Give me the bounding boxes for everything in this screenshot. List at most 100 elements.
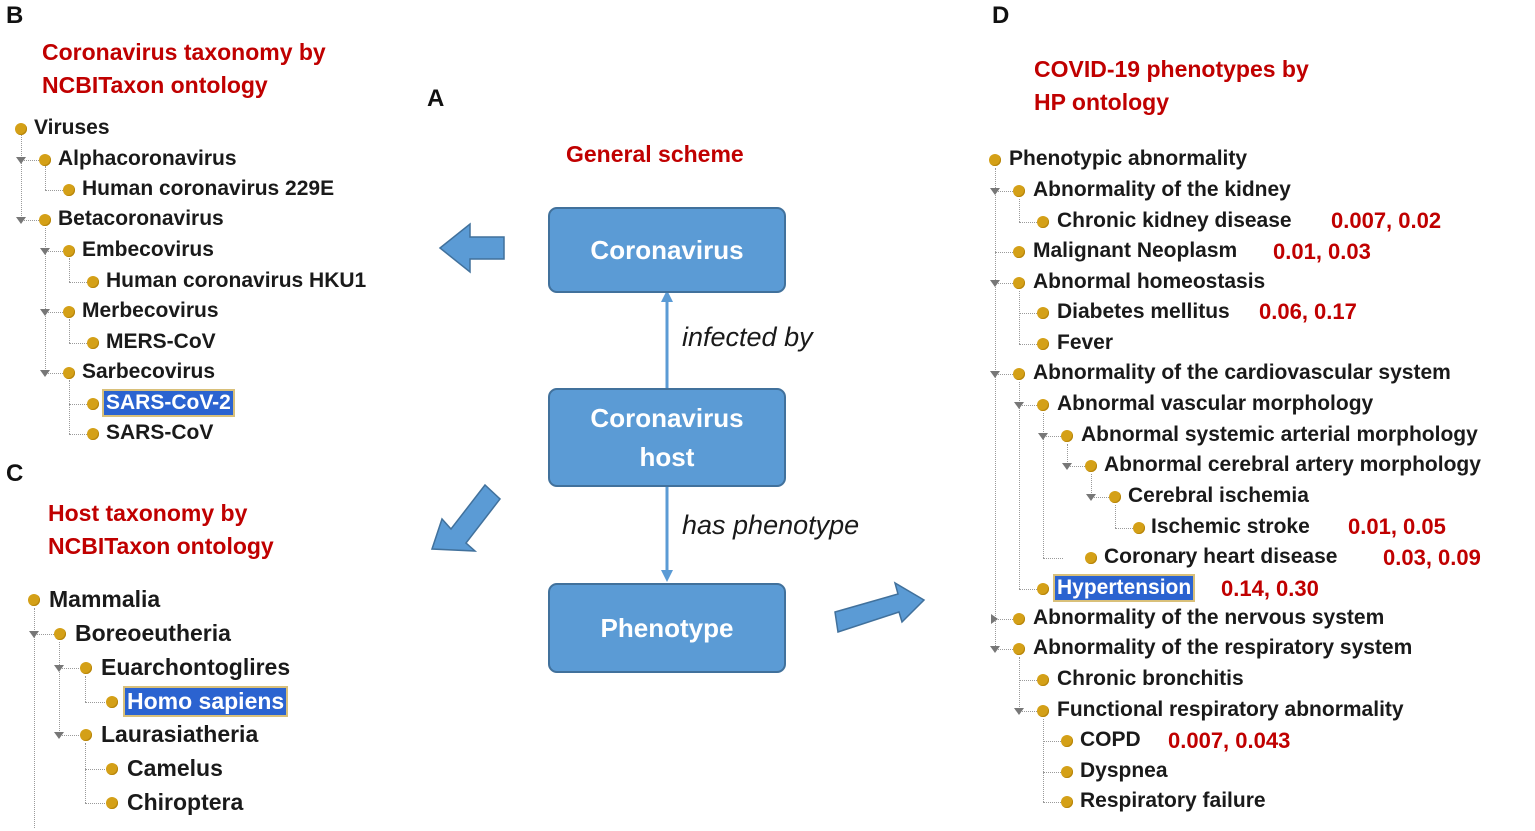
tree-item-betacoronavirus[interactable]: Betacoronavirus (58, 207, 224, 230)
tree-guide (45, 166, 46, 190)
tree-item-diabetes[interactable]: Diabetes mellitus (1057, 300, 1230, 323)
expand-triangle-icon[interactable] (40, 309, 50, 316)
tree-guide (69, 380, 70, 434)
tree-guide (1043, 719, 1044, 802)
tree-item-viruses[interactable]: Viruses (34, 116, 110, 139)
gold-dot-icon (80, 729, 92, 741)
expand-triangle-icon[interactable] (16, 217, 26, 224)
tree-item-chiroptera[interactable]: Chiroptera (127, 789, 244, 815)
tree-item-copd[interactable]: COPD (1080, 728, 1141, 751)
expand-triangle-icon[interactable] (54, 665, 64, 672)
expand-triangle-icon[interactable] (54, 732, 64, 739)
gold-dot-icon (87, 428, 99, 440)
tree-item-chronic-kidney[interactable]: Chronic kidney disease (1057, 209, 1292, 232)
tree-guide (21, 160, 41, 161)
gold-dot-icon (1013, 246, 1025, 258)
tree-item-systemic-arterial[interactable]: Abnormal systemic arterial morphology (1081, 423, 1478, 446)
tree-item-hypertension-selected[interactable]: Hypertension (1052, 574, 1196, 602)
tree-guide (1019, 657, 1020, 711)
expand-triangle-icon[interactable] (1014, 708, 1024, 715)
gold-dot-icon (106, 696, 118, 708)
scheme-title: General scheme (566, 141, 744, 167)
expand-triangle-icon[interactable] (1014, 402, 1024, 409)
gold-dot-icon (1061, 430, 1073, 442)
tree-item-camelus[interactable]: Camelus (127, 755, 223, 781)
expand-triangle-icon[interactable] (1062, 463, 1072, 470)
panel-d-title-line1: COVID-19 phenotypes by (1034, 56, 1309, 82)
tree-guide (34, 608, 35, 828)
tree-item-hcov-229e[interactable]: Human coronavirus 229E (82, 177, 335, 200)
tree-item-sars-cov-2-selected[interactable]: SARS-CoV-2 (102, 389, 235, 417)
gold-dot-icon (1085, 552, 1097, 564)
tree-item-homeostasis[interactable]: Abnormal homeostasis (1033, 270, 1266, 293)
tree-item-functional-respiratory[interactable]: Functional respiratory abnormality (1057, 698, 1404, 721)
panel-d-title: COVID-19 phenotypes by HP ontology (1034, 53, 1309, 119)
tree-guide (69, 258, 70, 282)
expand-triangle-icon[interactable] (40, 248, 50, 255)
edge-label-infected-by: infected by (682, 322, 813, 352)
tree-item-boreoeutheria[interactable]: Boreoeutheria (75, 620, 231, 646)
tree-guide (59, 642, 60, 735)
gold-dot-icon (1037, 705, 1049, 717)
expand-triangle-icon[interactable] (1086, 494, 1096, 501)
tree-item-fever[interactable]: Fever (1057, 331, 1114, 354)
tree-guide (45, 251, 65, 252)
panel-letter-a: A (427, 85, 445, 112)
node-coronavirus-host: Coronavirus host (548, 388, 786, 487)
stat-coronary: 0.03, 0.09 (1383, 545, 1481, 570)
expand-triangle-icon[interactable] (990, 280, 1000, 287)
gold-dot-icon (87, 276, 99, 288)
expand-triangle-icon[interactable] (990, 188, 1000, 195)
tree-item-respiratory[interactable]: Abnormality of the respiratory system (1033, 636, 1413, 659)
tree-guide (1019, 344, 1039, 345)
expand-triangle-icon[interactable] (990, 371, 1000, 378)
panel-c-title: Host taxonomy by NCBITaxon ontology (48, 497, 274, 563)
tree-guide (85, 676, 86, 702)
tree-guide (1019, 291, 1020, 344)
tree-item-cerebral-ischemia[interactable]: Cerebral ischemia (1128, 484, 1309, 507)
tree-item-phenotypic-abnormality[interactable]: Phenotypic abnormality (1009, 147, 1248, 170)
edge-label-has-phenotype: has phenotype (682, 510, 860, 540)
tree-item-malignant-neoplasm[interactable]: Malignant Neoplasm (1033, 239, 1238, 262)
tree-item-vascular-morphology[interactable]: Abnormal vascular morphology (1057, 392, 1374, 415)
expand-triangle-icon[interactable] (1038, 433, 1048, 440)
tree-item-nervous[interactable]: Abnormality of the nervous system (1033, 606, 1385, 629)
tree-item-kidney[interactable]: Abnormality of the kidney (1033, 178, 1291, 201)
gold-dot-icon (39, 154, 51, 166)
tree-guide (69, 319, 70, 343)
gold-dot-icon (1037, 307, 1049, 319)
collapsed-triangle-icon[interactable] (991, 614, 998, 624)
gold-dot-icon (1061, 796, 1073, 808)
tree-item-coronary-heart[interactable]: Coronary heart disease (1104, 545, 1338, 568)
gold-dot-icon (1037, 338, 1049, 350)
tree-item-mers-cov[interactable]: MERS-CoV (106, 330, 216, 353)
expand-triangle-icon[interactable] (40, 370, 50, 377)
tree-item-ischemic-stroke[interactable]: Ischemic stroke (1151, 515, 1310, 538)
tree-item-merbecovirus[interactable]: Merbecovirus (82, 299, 219, 322)
tree-item-mammalia[interactable]: Mammalia (49, 586, 161, 612)
expand-triangle-icon[interactable] (990, 646, 1000, 653)
tree-item-respiratory-failure[interactable]: Respiratory failure (1080, 789, 1266, 812)
tree-item-cardiovascular[interactable]: Abnormality of the cardiovascular system (1033, 361, 1451, 384)
panel-b-title-line1: Coronavirus taxonomy by (42, 39, 326, 65)
tree-item-sarbecovirus[interactable]: Sarbecovirus (82, 360, 216, 383)
stat-chronic-kidney: 0.007, 0.02 (1331, 208, 1442, 233)
tree-item-alphacoronavirus[interactable]: Alphacoronavirus (58, 147, 237, 170)
expand-triangle-icon[interactable] (16, 157, 26, 164)
tree-item-euarchontoglires[interactable]: Euarchontoglires (101, 654, 291, 680)
tree-item-homo-sapiens-selected[interactable]: Homo sapiens (122, 686, 289, 717)
block-arrow-icon-to-d (834, 581, 926, 633)
tree-guide (1019, 405, 1039, 406)
expand-triangle-icon[interactable] (29, 631, 39, 638)
tree-item-laurasiatheria[interactable]: Laurasiatheria (101, 721, 259, 747)
stat-diabetes: 0.06, 0.17 (1259, 299, 1357, 324)
tree-item-hcov-hku1[interactable]: Human coronavirus HKU1 (106, 269, 367, 292)
tree-guide (85, 803, 105, 804)
tree-item-dyspnea[interactable]: Dyspnea (1080, 759, 1168, 782)
tree-item-embecovirus[interactable]: Embecovirus (82, 238, 214, 261)
tree-guide (1019, 199, 1020, 222)
tree-item-cerebral-artery[interactable]: Abnormal cerebral artery morphology (1104, 453, 1481, 476)
tree-item-chronic-bronchitis[interactable]: Chronic bronchitis (1057, 667, 1244, 690)
node-phenotype-label: Phenotype (600, 612, 734, 643)
tree-item-sars-cov[interactable]: SARS-CoV (106, 421, 214, 444)
